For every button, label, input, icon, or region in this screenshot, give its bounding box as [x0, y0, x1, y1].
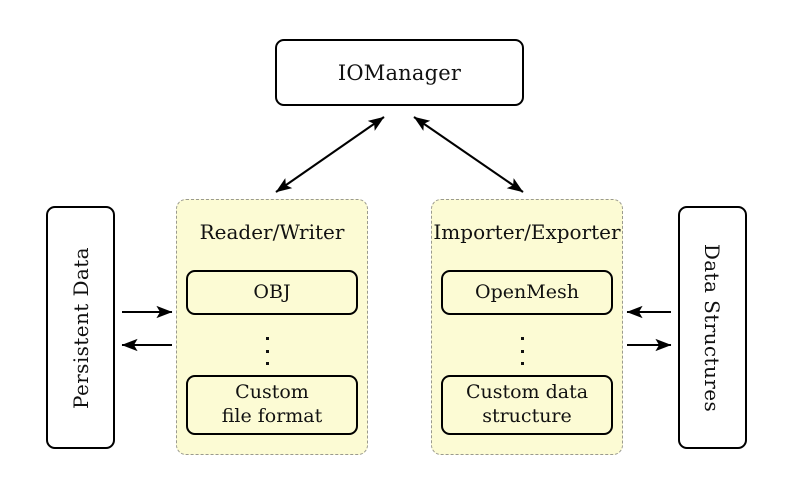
node-iomanager[interactable]: IOManager [275, 39, 524, 106]
item-openmesh[interactable]: OpenMesh [441, 270, 613, 315]
node-data-structures[interactable]: Data Structures [678, 206, 747, 449]
item-custom-data-structure[interactable]: Custom data structure [441, 375, 613, 435]
panel-importer-exporter-title: Importer/Exporter [433, 220, 621, 244]
node-data-structures-label: Data Structures [700, 243, 725, 412]
ellipsis-reader-writer [264, 337, 270, 365]
item-custom-file-format[interactable]: Custom file format [186, 375, 358, 435]
node-iomanager-label: IOManager [337, 60, 462, 85]
connector-iomanager-readerwriter [275, 116, 385, 193]
panel-reader-writer-title: Reader/Writer [199, 220, 345, 244]
item-obj-label: OBJ [253, 280, 291, 303]
node-persistent-data[interactable]: Persistent Data [46, 206, 115, 449]
item-openmesh-label: OpenMesh [475, 280, 579, 303]
connector-iomanager-importerexporter [413, 116, 524, 193]
item-obj[interactable]: OBJ [186, 270, 358, 315]
node-persistent-data-label: Persistent Data [68, 246, 93, 409]
item-custom-file-format-label: Custom file format [221, 381, 323, 427]
ellipsis-importer-exporter [519, 337, 525, 365]
item-custom-data-structure-label: Custom data structure [465, 381, 589, 427]
